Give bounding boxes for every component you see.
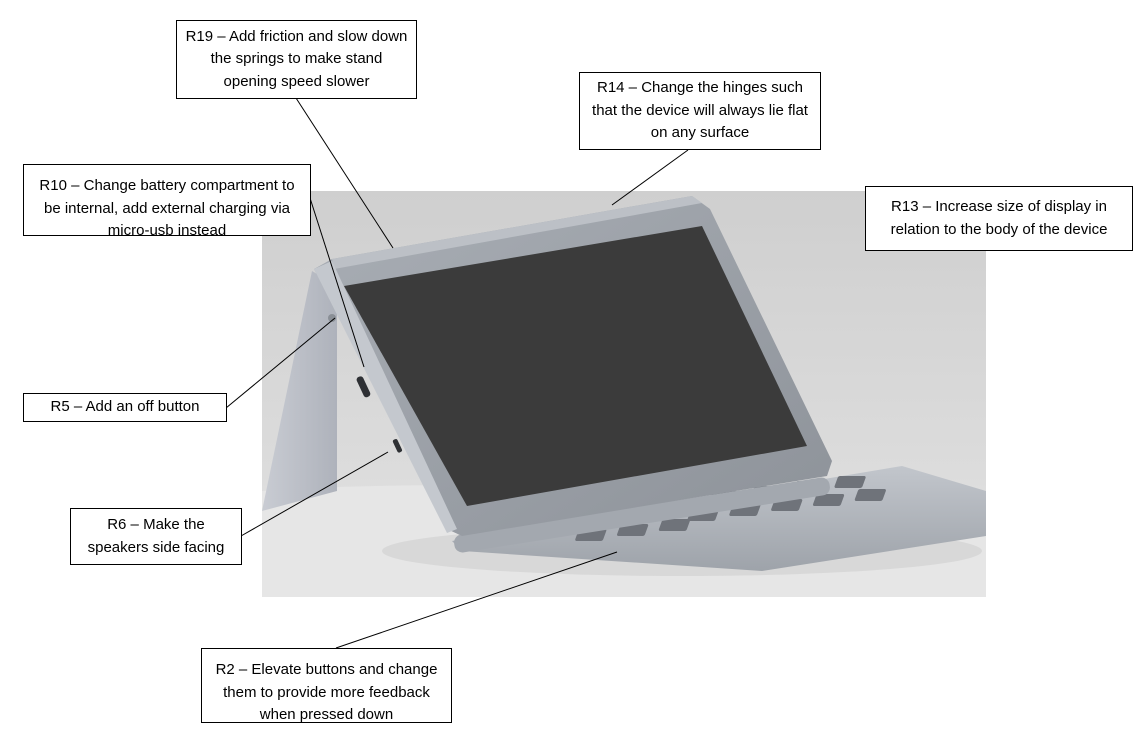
callout-r14: R14 – Change the hinges such that the de… — [579, 72, 821, 150]
callout-r6-text: R6 – Make the speakers side facing — [87, 516, 225, 556]
device-render-illustration — [262, 191, 986, 597]
callout-r2: R2 – Elevate buttons and change them to … — [201, 648, 452, 723]
callout-r2-text: R2 – Elevate buttons and change them to … — [215, 661, 438, 723]
hinge-bar — [454, 477, 830, 553]
display-screen — [344, 226, 807, 506]
callout-r13-text: R13 – Increase size of display in relati… — [890, 198, 1108, 238]
side-button — [328, 314, 336, 322]
callout-r10-text: R10 – Change battery compartment to be i… — [39, 177, 295, 236]
callout-r19-text: R19 – Add friction and slow down the spr… — [185, 27, 408, 90]
side-speaker-slot — [392, 439, 403, 453]
callout-r10: R10 – Change battery compartment to be i… — [23, 164, 311, 236]
display-top-edge — [332, 196, 702, 269]
callout-r5: R5 – Add an off button — [23, 393, 227, 422]
callout-r19: R19 – Add friction and slow down the spr… — [176, 20, 417, 99]
callout-r14-text: R14 – Change the hinges such that the de… — [592, 79, 808, 142]
side-port — [356, 376, 371, 398]
keyboard-base — [452, 466, 986, 571]
callout-r13: R13 – Increase size of display in relati… — [865, 186, 1133, 251]
callout-r6: R6 – Make the speakers side facing — [70, 508, 242, 565]
device-render-photo — [262, 191, 986, 597]
callout-r5-text: R5 – Add an off button — [50, 398, 200, 416]
